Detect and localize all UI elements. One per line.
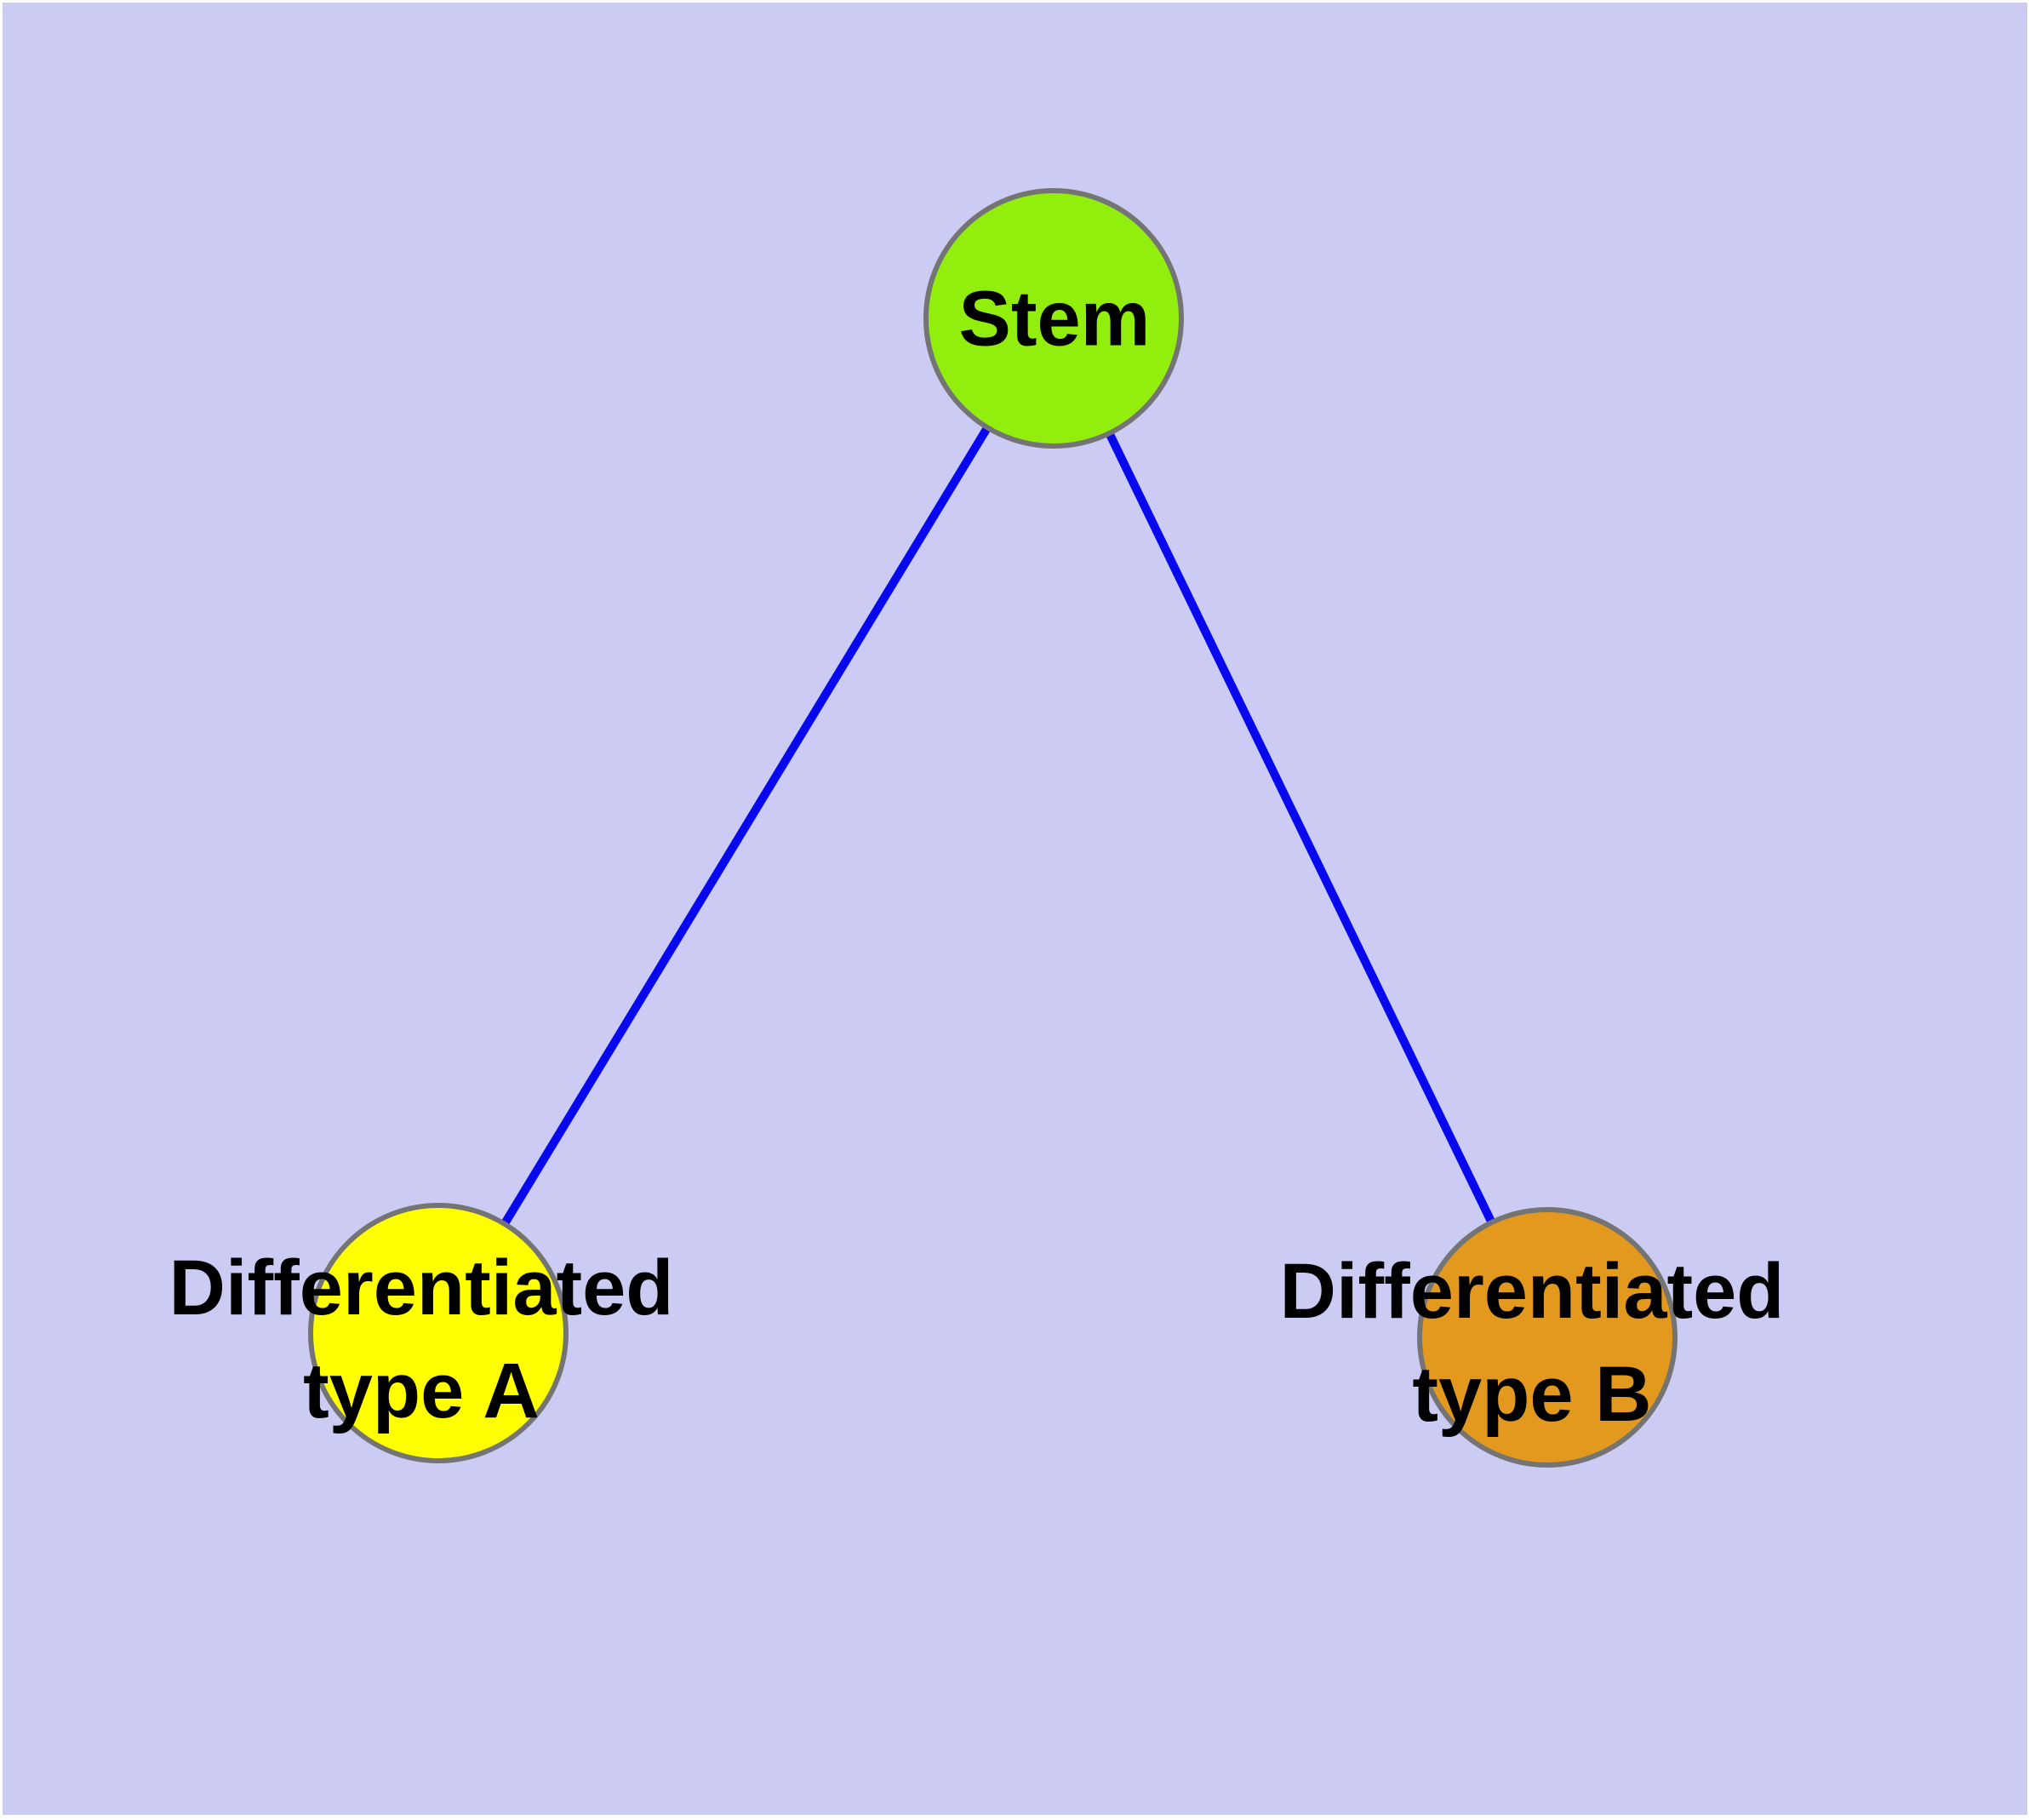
node-type-b-label: Differentiated type B — [1280, 1240, 1785, 1446]
node-type-a-label-line1: Differentiated — [169, 1245, 674, 1331]
node-type-a-label: Differentiated type A — [169, 1237, 674, 1443]
node-type-b-label-line2: type B — [1412, 1351, 1652, 1438]
edge-stem-to-type-a — [434, 316, 1058, 1336]
node-stem — [923, 188, 1184, 449]
node-type-a-label-line2: type A — [303, 1348, 540, 1434]
node-differentiated-type-a — [308, 1203, 569, 1463]
node-type-b-label-line1: Differentiated — [1279, 1248, 1785, 1335]
node-stem-label: Stem — [958, 275, 1151, 363]
edge-stem-to-type-b — [1049, 316, 1552, 1340]
node-differentiated-type-b — [1417, 1207, 1677, 1468]
